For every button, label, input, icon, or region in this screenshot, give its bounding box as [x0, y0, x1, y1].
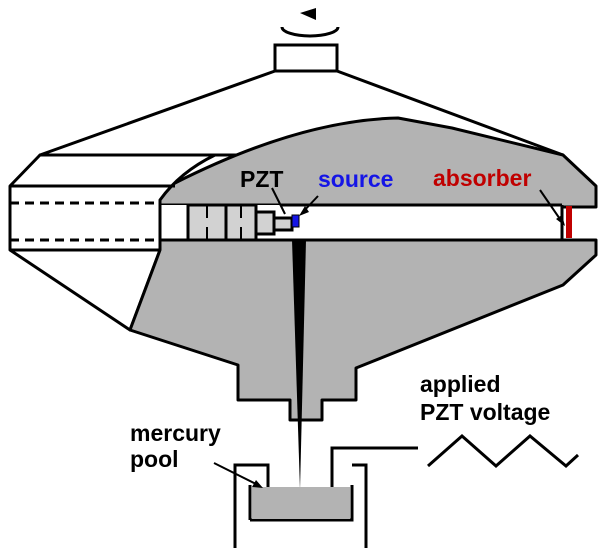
mercury-leader	[213, 462, 263, 488]
absorber-marker	[566, 206, 572, 238]
source-leader	[299, 195, 319, 216]
source-label: source	[318, 166, 393, 192]
pzt-label: PZT	[240, 166, 283, 192]
pzt-stack	[186, 203, 294, 242]
pzt-leader	[271, 187, 286, 215]
applied-label: applied	[420, 371, 501, 397]
source-marker	[291, 214, 300, 228]
pool-label: pool	[130, 446, 179, 472]
rotation-arrow-icon	[280, 8, 340, 38]
drive-needle	[292, 240, 306, 490]
rotor-lower-shaded	[128, 238, 598, 422]
absorber-label: absorber	[433, 165, 531, 191]
mercury-pool	[252, 488, 350, 519]
top-knob	[273, 43, 339, 73]
pzt-voltage-label: PZT voltage	[420, 399, 550, 425]
triangle-wave-icon	[427, 433, 580, 469]
mercury-container	[233, 446, 418, 548]
mercury-label: mercury	[130, 420, 221, 446]
absorber-leader	[539, 189, 565, 226]
